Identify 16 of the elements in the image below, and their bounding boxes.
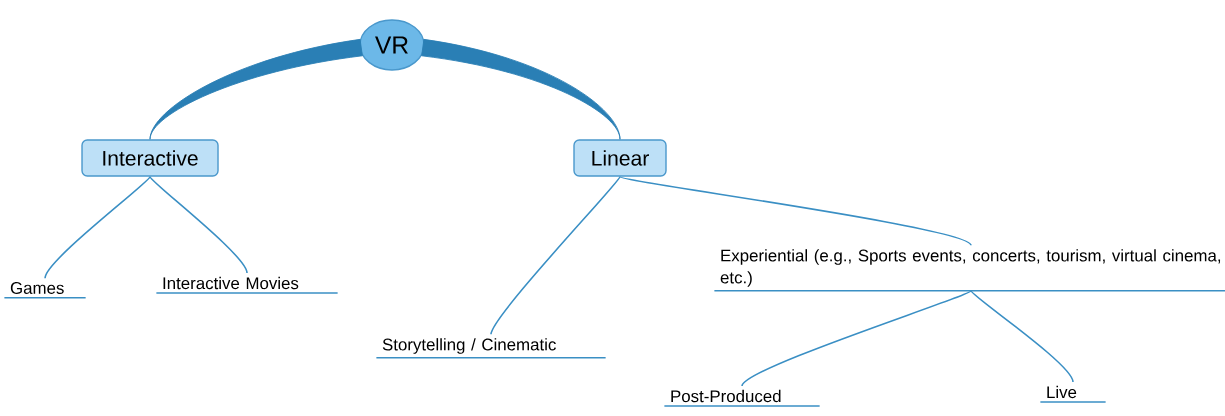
branch-line xyxy=(619,175,972,247)
underlined-label: Games xyxy=(3,282,87,299)
category-box: Interactive xyxy=(81,139,219,177)
branch-line xyxy=(970,289,1074,383)
underlined-label: Experiential (e.g., Sports events, concerts, tourism, virtual cinema, etc.) xyxy=(713,249,1225,292)
category-box: Linear xyxy=(573,139,667,177)
underlined-label: Interactive Movies xyxy=(155,276,339,294)
underlined-label: Live xyxy=(1039,385,1107,403)
tapered-branch xyxy=(421,38,621,140)
branch-line xyxy=(149,175,248,274)
underlined-label: Post-Produced xyxy=(663,389,821,407)
underlined-label: Storytelling / Cinematic xyxy=(375,338,607,359)
branch-line xyxy=(490,175,621,336)
branch-line xyxy=(44,175,151,279)
tapered-branch xyxy=(149,38,363,140)
branch-line xyxy=(741,289,972,387)
